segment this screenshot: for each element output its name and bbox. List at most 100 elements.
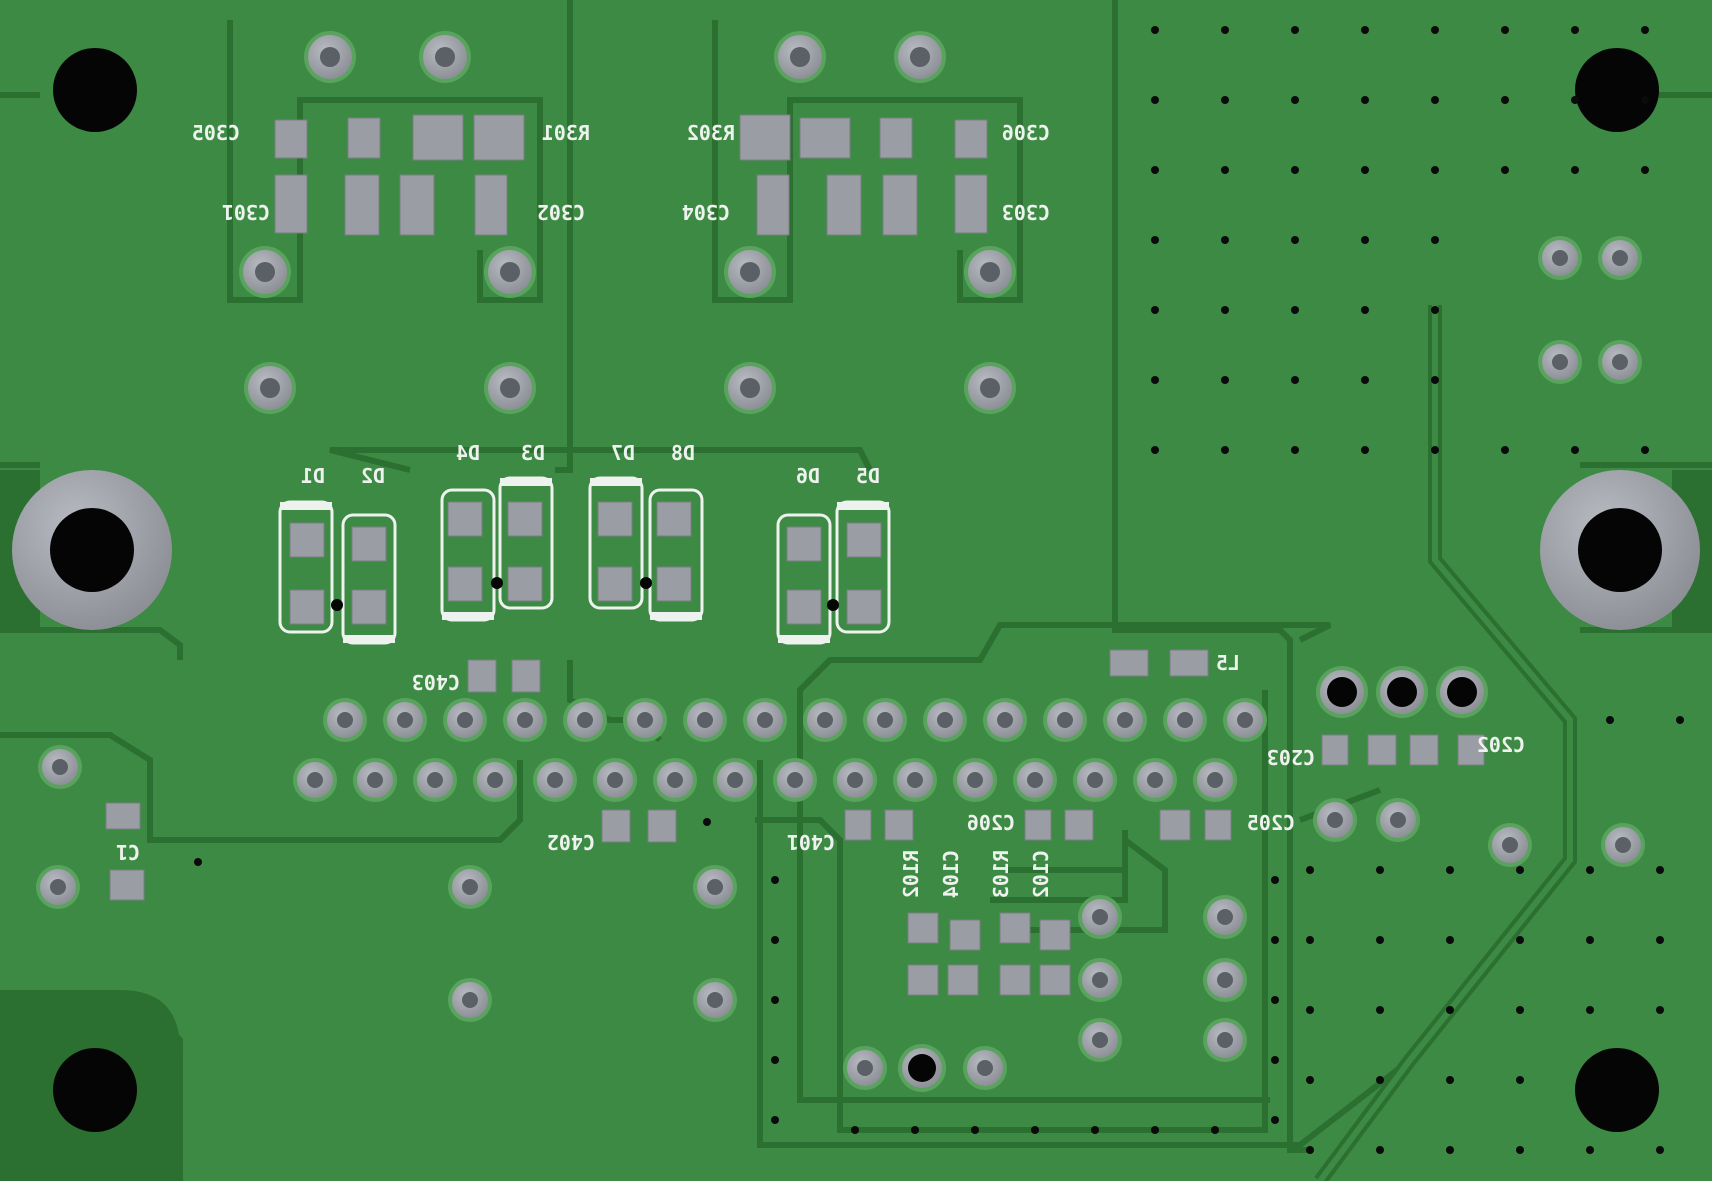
via [1361,96,1369,104]
via [971,1126,979,1134]
smd-pad [756,174,790,236]
label-c401: C401 [787,830,835,854]
mount-hole-tr [1575,48,1659,132]
th-hole [740,378,760,398]
th-hole [740,262,760,282]
th-hole [757,712,773,728]
via [1151,306,1159,314]
smd-pad [399,174,435,236]
smd-pad [1367,734,1397,766]
via [1446,936,1454,944]
th-hole [1087,772,1103,788]
via [1501,446,1509,454]
via [1221,446,1229,454]
smd-pad [879,117,913,159]
via [1271,1116,1279,1124]
via [1516,1006,1524,1014]
th-hole [1092,972,1108,988]
mount-hole-bl [53,1048,137,1132]
th-hole [307,772,323,788]
label-c302: C302 [537,200,585,224]
th-hole [607,772,623,788]
mount-hole-tl [53,48,137,132]
th-hole [817,712,833,728]
mount-hole-br [1575,1048,1659,1132]
smd-pad [1039,964,1071,996]
via [1151,166,1159,174]
via [1656,1146,1664,1154]
label-l5: L5 [1216,651,1240,675]
via [1221,236,1229,244]
plated-mount-holes [12,470,1700,630]
smd-pad [1457,734,1485,766]
th-hole [462,879,478,895]
label-c301: C301 [222,200,270,224]
th-hole [980,378,1000,398]
smd-pad [351,526,387,562]
label-c1: C1 [116,840,140,864]
smd-pad [826,174,862,236]
th-hole [1217,1032,1233,1048]
via [1271,876,1279,884]
th-hole [367,772,383,788]
th-hole [397,712,413,728]
through-hole-pads [36,31,1645,1092]
via [1586,1006,1594,1014]
label-c202: C202 [1477,733,1525,757]
smd-pad [347,117,381,159]
via [1431,306,1439,314]
th-hole [637,712,653,728]
smd-pad [786,526,822,562]
th-hole [907,772,923,788]
smd-pad [351,589,387,625]
smd-pad [882,174,918,236]
via [1641,96,1649,104]
smd-pad [1169,649,1209,677]
diode-bars [280,478,889,643]
via [1376,1006,1384,1014]
via [1586,936,1594,944]
via [1271,1056,1279,1064]
via [1211,1126,1219,1134]
label-c304: C304 [682,200,730,224]
th-hole [462,992,478,1008]
via [1271,936,1279,944]
th-hole [50,879,66,895]
th-hole [667,772,683,788]
label-d5: D5 [856,464,880,488]
label-c305: C305 [192,121,240,145]
th-hole [1327,677,1357,707]
th-hole [697,712,713,728]
via [1306,1076,1314,1084]
smd-pad [907,964,939,996]
smd-pad [412,114,464,161]
label-c205: C205 [1247,811,1295,835]
th-hole [500,262,520,282]
smd-pad [105,802,141,830]
via [194,858,202,866]
via [1446,1076,1454,1084]
th-hole [790,47,810,67]
via [1376,866,1384,874]
th-hole [1207,772,1223,788]
smd-pad [739,114,791,161]
smd-pad [1409,734,1439,766]
via [1291,376,1299,384]
th-hole [1217,909,1233,925]
smd-pad [274,174,308,234]
via [1361,306,1369,314]
via [1361,376,1369,384]
th-hole [1447,677,1477,707]
via [1151,376,1159,384]
th-hole [707,992,723,1008]
via [1291,446,1299,454]
th-hole [320,47,340,67]
th-hole [1027,772,1043,788]
diode-junction-dots [331,577,839,611]
th-hole [1552,250,1568,266]
smd-pad [597,501,633,537]
label-r302: R302 [687,121,735,145]
label-c306: C306 [1002,121,1050,145]
th-hole [255,262,275,282]
via [1656,1006,1664,1014]
